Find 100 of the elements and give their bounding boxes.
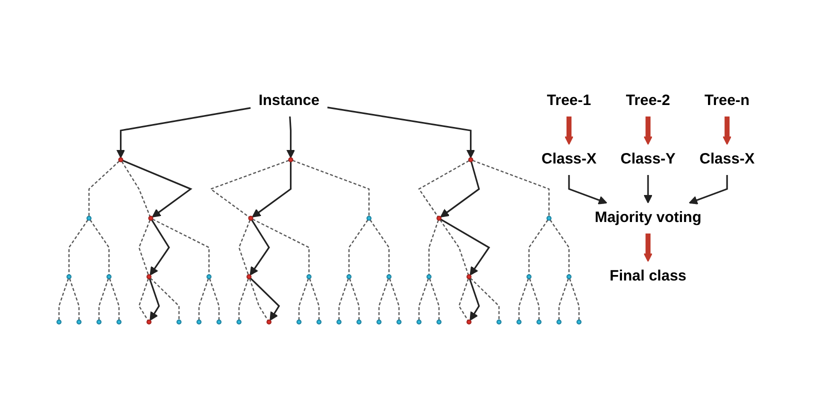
arrow: [440, 161, 480, 218]
connector: [458, 278, 469, 321]
connector: [338, 278, 349, 320]
arrow: [440, 218, 490, 276]
connector: [298, 278, 309, 320]
arrow: [116, 107, 250, 158]
connector: [418, 278, 429, 320]
node-circle: [96, 320, 102, 324]
connector: [568, 278, 580, 320]
connector: [549, 220, 570, 275]
connector: [198, 278, 209, 320]
connector: [238, 278, 249, 320]
node-circle: [106, 274, 112, 280]
node-circle: [146, 320, 152, 324]
node-circle: [146, 274, 152, 280]
connector: [89, 220, 110, 275]
node-circle: [356, 320, 362, 324]
arrow: [250, 278, 280, 321]
arrow: [643, 116, 652, 145]
arrow: [688, 175, 728, 204]
connector: [470, 278, 500, 320]
node-circle: [306, 274, 312, 280]
node-text: Tree-1: [546, 92, 591, 109]
arrow: [564, 116, 574, 145]
connector: [418, 160, 469, 217]
connector: [428, 220, 439, 275]
arrow: [148, 278, 160, 321]
node-circle: [346, 274, 352, 280]
arrow: [643, 234, 652, 262]
node-circle: [396, 320, 402, 324]
node-text: Class-X: [699, 150, 754, 168]
connector: [248, 278, 268, 321]
node-circle: [576, 320, 582, 324]
node-circle: [288, 157, 293, 162]
connector: [388, 278, 400, 320]
node-text: Class-Y: [620, 150, 676, 168]
node-circle: [436, 216, 442, 221]
arrow: [327, 106, 475, 158]
connector: [138, 220, 150, 276]
node-text: Class-X: [541, 150, 596, 168]
node-circle: [546, 216, 552, 221]
connector: [88, 160, 120, 216]
connector: [58, 278, 69, 320]
node-circle: [246, 274, 252, 280]
node-circle: [536, 320, 542, 324]
arrow: [722, 116, 732, 145]
connector: [308, 278, 320, 320]
arrow: [252, 162, 292, 218]
connector: [68, 278, 80, 320]
node-circle: [516, 320, 522, 324]
connector: [209, 160, 289, 218]
connector: [98, 278, 109, 320]
node-circle: [556, 320, 562, 324]
node-circle: [206, 274, 212, 280]
node-circle: [296, 320, 302, 324]
node-text: Tree-2: [626, 92, 670, 109]
node-circle: [316, 320, 322, 324]
node-circle: [76, 320, 82, 324]
node-circle: [56, 320, 62, 324]
node-circle: [436, 320, 442, 324]
node-text: Majority voting: [594, 209, 702, 226]
node-circle: [526, 274, 532, 280]
node-circle: [266, 320, 272, 324]
connector: [208, 278, 220, 320]
arrow: [122, 160, 192, 218]
connector: [439, 220, 469, 276]
node-circle: [66, 274, 72, 280]
node-circle: [466, 274, 472, 280]
connector: [428, 278, 440, 320]
node-circle: [216, 320, 222, 324]
connector: [472, 160, 550, 216]
node-circle: [118, 157, 123, 162]
connector: [120, 161, 150, 217]
arrow: [149, 220, 170, 276]
connector: [150, 278, 180, 320]
node-circle: [248, 216, 253, 221]
connector: [348, 220, 368, 275]
arrow: [286, 116, 295, 158]
arrow: [568, 175, 607, 204]
arrow: [249, 220, 270, 276]
node-circle: [496, 320, 502, 324]
node-circle: [426, 274, 432, 280]
connector: [558, 278, 569, 320]
node-text: Tree-n: [704, 92, 750, 109]
connector: [68, 220, 88, 275]
connector: [152, 218, 210, 275]
connector: [369, 220, 390, 275]
connector: [378, 278, 389, 320]
node-circle: [148, 216, 153, 221]
connector: [292, 160, 370, 216]
arrow: [643, 175, 652, 204]
connector: [108, 278, 120, 320]
node-circle: [196, 320, 202, 324]
connector: [528, 220, 548, 275]
connector: [528, 278, 540, 320]
node-circle: [86, 216, 92, 221]
node-circle: [566, 274, 572, 280]
node-circle: [116, 320, 122, 324]
connector: [238, 220, 250, 276]
node-circle: [336, 320, 342, 324]
